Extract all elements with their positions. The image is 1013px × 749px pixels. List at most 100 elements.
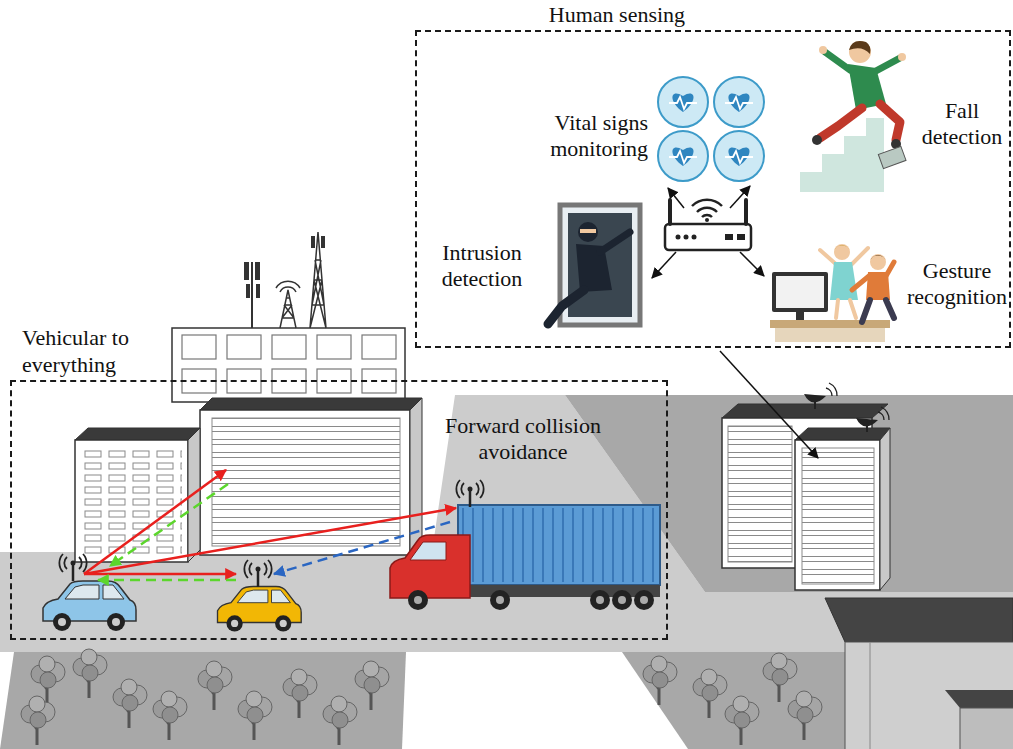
region-heading: Human sensing xyxy=(417,2,817,28)
falling-person xyxy=(849,41,871,54)
trees xyxy=(283,669,317,718)
trees xyxy=(725,696,759,745)
truck xyxy=(490,590,510,610)
ground xyxy=(0,652,406,749)
back-building xyxy=(276,281,300,292)
truck xyxy=(612,590,632,610)
right-buildings xyxy=(856,418,878,427)
intruder xyxy=(580,229,596,233)
back-building xyxy=(321,236,325,248)
gesture-scene xyxy=(836,300,856,318)
gesture-scene xyxy=(770,320,890,328)
trees xyxy=(73,649,107,698)
truck xyxy=(496,596,504,604)
wifi-router xyxy=(665,224,751,250)
application-label: Vital signs monitoring xyxy=(538,110,648,163)
right-buildings xyxy=(722,383,890,590)
falling-person xyxy=(812,135,822,145)
leader-line xyxy=(720,351,818,458)
v2x-links xyxy=(110,484,228,566)
wifi-router xyxy=(725,234,733,240)
trees xyxy=(693,669,727,718)
back-building xyxy=(311,236,315,248)
gesture-scene xyxy=(775,328,885,342)
v2x-links xyxy=(84,508,456,574)
label-holder: Fall detection xyxy=(916,98,1008,151)
v2x-links xyxy=(84,470,226,574)
falling-person xyxy=(878,146,906,168)
intruder xyxy=(560,205,640,325)
trees xyxy=(355,661,389,710)
back-building xyxy=(172,328,405,402)
falling-person xyxy=(849,41,871,63)
gesture-scene xyxy=(834,244,850,260)
middle-building xyxy=(200,398,422,410)
cars xyxy=(43,581,301,632)
office-building xyxy=(870,642,871,749)
falling-person xyxy=(898,53,906,61)
vehicle-antennas xyxy=(244,560,271,587)
wifi-router xyxy=(737,234,745,240)
falling-person xyxy=(800,118,884,192)
v2x-links xyxy=(84,573,236,576)
truck xyxy=(596,596,604,604)
vital-signs-icons xyxy=(658,131,708,181)
application-label: Gesture recognition xyxy=(903,258,1011,311)
vehicle-antennas xyxy=(59,554,86,581)
wifi-router xyxy=(740,252,764,276)
trees xyxy=(643,656,677,705)
vital-signs-icons xyxy=(658,77,708,127)
truck xyxy=(390,535,470,598)
cars xyxy=(43,581,136,631)
intruder xyxy=(568,213,632,317)
application-label: Forward collision avoidance xyxy=(435,413,611,466)
office-building xyxy=(825,598,1013,749)
ground xyxy=(0,395,1013,652)
falling-person xyxy=(819,46,827,54)
trees xyxy=(153,691,187,740)
right-buildings xyxy=(722,404,888,418)
label-holder: Vital signs monitoring xyxy=(538,110,648,163)
left-building xyxy=(75,428,200,562)
cars xyxy=(218,587,302,632)
gesture-scene xyxy=(772,272,828,312)
trees xyxy=(113,679,147,728)
label-holder: Intrusion detection xyxy=(432,240,532,293)
truck xyxy=(414,596,422,604)
truck xyxy=(458,505,660,585)
intruder xyxy=(548,205,640,325)
vehicle-antennas xyxy=(456,480,483,507)
office-building xyxy=(945,690,1013,708)
trees xyxy=(323,696,357,745)
trees xyxy=(238,691,272,740)
wifi-router xyxy=(692,235,697,240)
wifi-router xyxy=(652,252,676,278)
truck xyxy=(590,590,610,610)
vital-signs-icons xyxy=(658,77,764,181)
wifi-router xyxy=(692,200,722,217)
wifi-router xyxy=(676,235,681,240)
gesture-scene xyxy=(770,244,894,342)
truck xyxy=(640,596,648,604)
region-heading: Vehicular to everything xyxy=(22,325,172,378)
right-buildings xyxy=(795,428,890,440)
heading-holder: Vehicular to everything xyxy=(22,325,172,378)
middle-building xyxy=(200,410,410,555)
middle-building xyxy=(200,398,422,555)
left-building xyxy=(75,440,188,562)
label-holder: Gesture recognition xyxy=(903,258,1011,311)
truck xyxy=(462,508,656,582)
trees xyxy=(198,661,232,710)
gesture-scene xyxy=(776,276,824,308)
back-building xyxy=(280,290,296,328)
back-building xyxy=(177,330,402,398)
intruder xyxy=(578,222,598,242)
v2x-links xyxy=(98,579,236,582)
truck xyxy=(618,596,626,604)
gesture-scene xyxy=(870,254,886,270)
back-building xyxy=(310,232,326,328)
gesture-scene xyxy=(796,312,804,320)
